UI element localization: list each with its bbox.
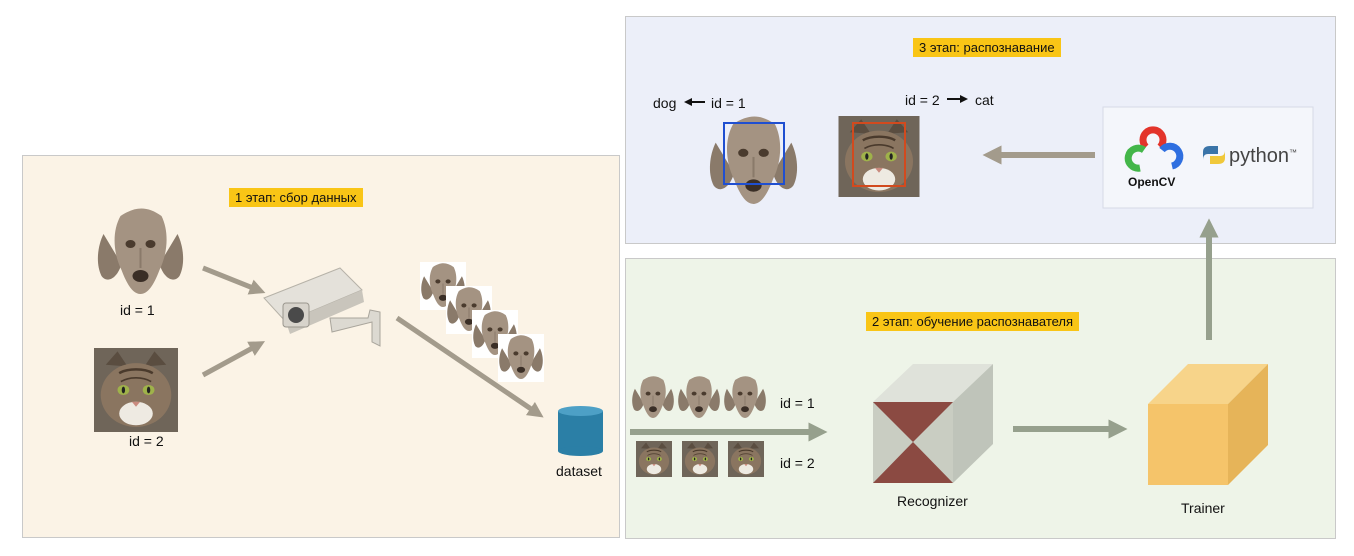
result-dog-box [723,122,785,185]
dog-id-label: id = 1 [120,302,155,318]
dog-photo-stack [420,262,544,382]
python-tm: ™ [1289,148,1297,157]
security-camera-icon [263,267,381,347]
arrow-cat-to-camera [201,341,266,378]
trainer-label: Trainer [1181,500,1225,516]
result-cat-photo [837,116,921,197]
arrow-camera-to-dataset [395,315,544,418]
arrow-dog-to-camera [202,265,266,295]
stage3-title: 3 этап: распознавание [913,38,1061,57]
dataset-label: dataset [556,463,602,479]
stage2-title: 2 этап: обучение распознавателя [866,312,1080,331]
result-cat-box [852,122,906,187]
opencv-logo [1139,126,1167,150]
python-logo [1203,146,1225,164]
recognizer-label: Recognizer [897,493,968,509]
cat-photo [94,348,178,432]
result-cat-id: id = 2 [905,92,940,108]
training-dog-photos [631,375,767,419]
trainer-cube [1148,364,1268,485]
cat-id-label: id = 2 [129,433,164,449]
train-id2-label: id = 2 [780,455,815,471]
stage1-title: 1 этап: сбор данных [229,188,363,207]
opencv-python-box [1102,106,1314,209]
dog-photo [96,207,185,296]
result-dog-word: dog [653,95,677,111]
train-id1-label: id = 1 [780,395,815,411]
opencv-label: OpenCV [1128,175,1176,189]
recognizer-cube [873,364,993,483]
training-cat-photos [635,441,765,477]
result-cat-word: cat [975,92,994,108]
result-dog-id: id = 1 [711,95,746,111]
database-icon [558,406,603,456]
python-label: python [1229,145,1290,167]
